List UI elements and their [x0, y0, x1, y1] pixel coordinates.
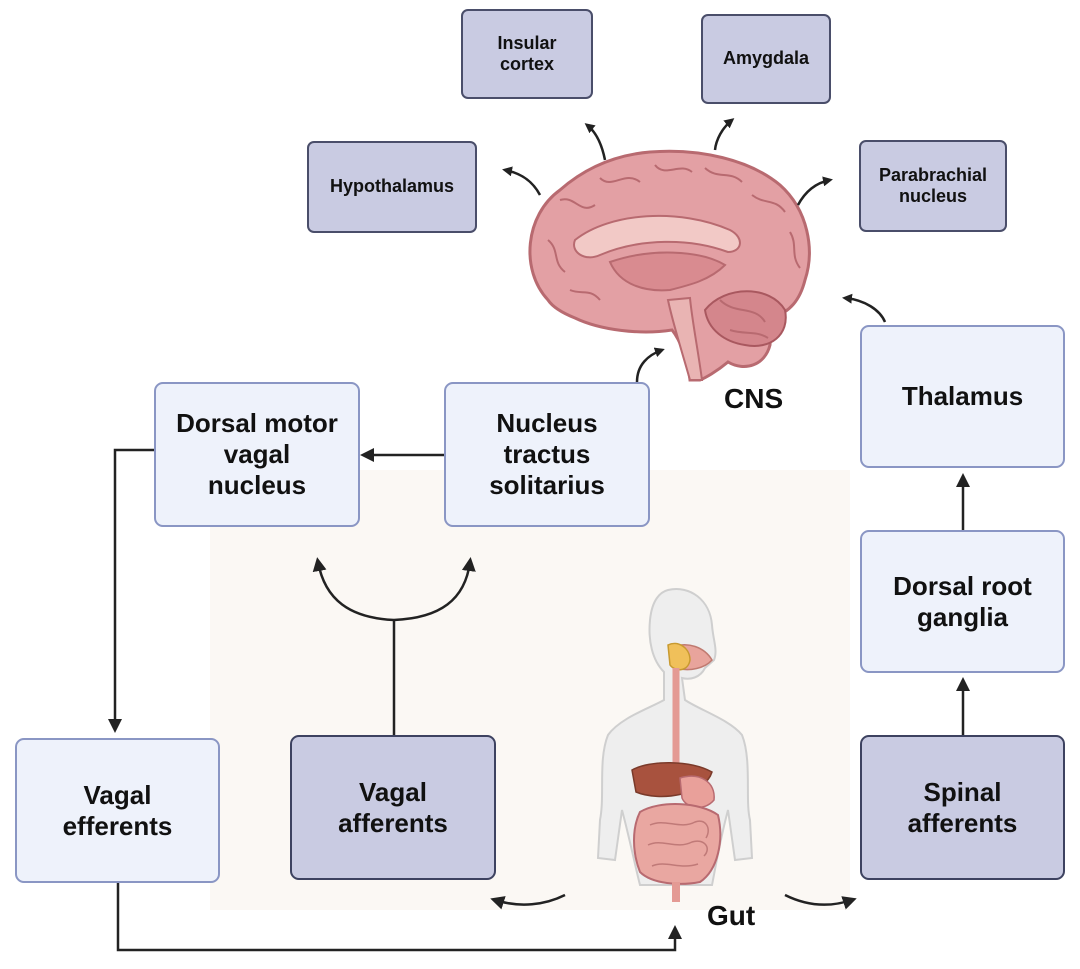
amygdala-box: Amygdala — [701, 14, 831, 104]
nucleus-tractus-solitarius-box: Nucleus tractus solitarius — [444, 382, 650, 527]
arrow-dmv-to-vagal-efferents — [108, 448, 155, 733]
parabrachial-nucleus-box: Parabrachial nucleus — [859, 140, 1007, 232]
vagal-afferents-box: Vagal afferents — [290, 735, 496, 880]
arrow-gut-to-vagal-afferents — [490, 893, 566, 910]
hypothalamus-box: Hypothalamus — [307, 141, 477, 233]
arrow-nts-to-cns — [635, 347, 665, 383]
arrow-vagal-afferents-fork — [312, 557, 476, 735]
arrow-vagal-efferents-to-gut — [116, 882, 682, 952]
human-digestive-system-icon — [596, 588, 754, 902]
brain-output-arrows — [502, 118, 833, 206]
cns-label: CNS — [724, 383, 784, 414]
vagal-efferents-box: Vagal efferents — [15, 738, 220, 883]
insular-cortex-box: Insular cortex — [461, 9, 593, 99]
thalamus-box: Thalamus — [860, 325, 1065, 468]
brain-icon — [528, 149, 811, 382]
dorsal-motor-vagal-nucleus-box: Dorsal motor vagal nucleus — [154, 382, 360, 527]
arrow-thalamus-to-cns — [842, 293, 887, 323]
arrow-gut-to-spinal-afferents — [784, 893, 857, 910]
spinal-afferents-box: Spinal afferents — [860, 735, 1065, 880]
gut-label: Gut — [707, 900, 756, 931]
dorsal-root-ganglia-box: Dorsal root ganglia — [860, 530, 1065, 673]
